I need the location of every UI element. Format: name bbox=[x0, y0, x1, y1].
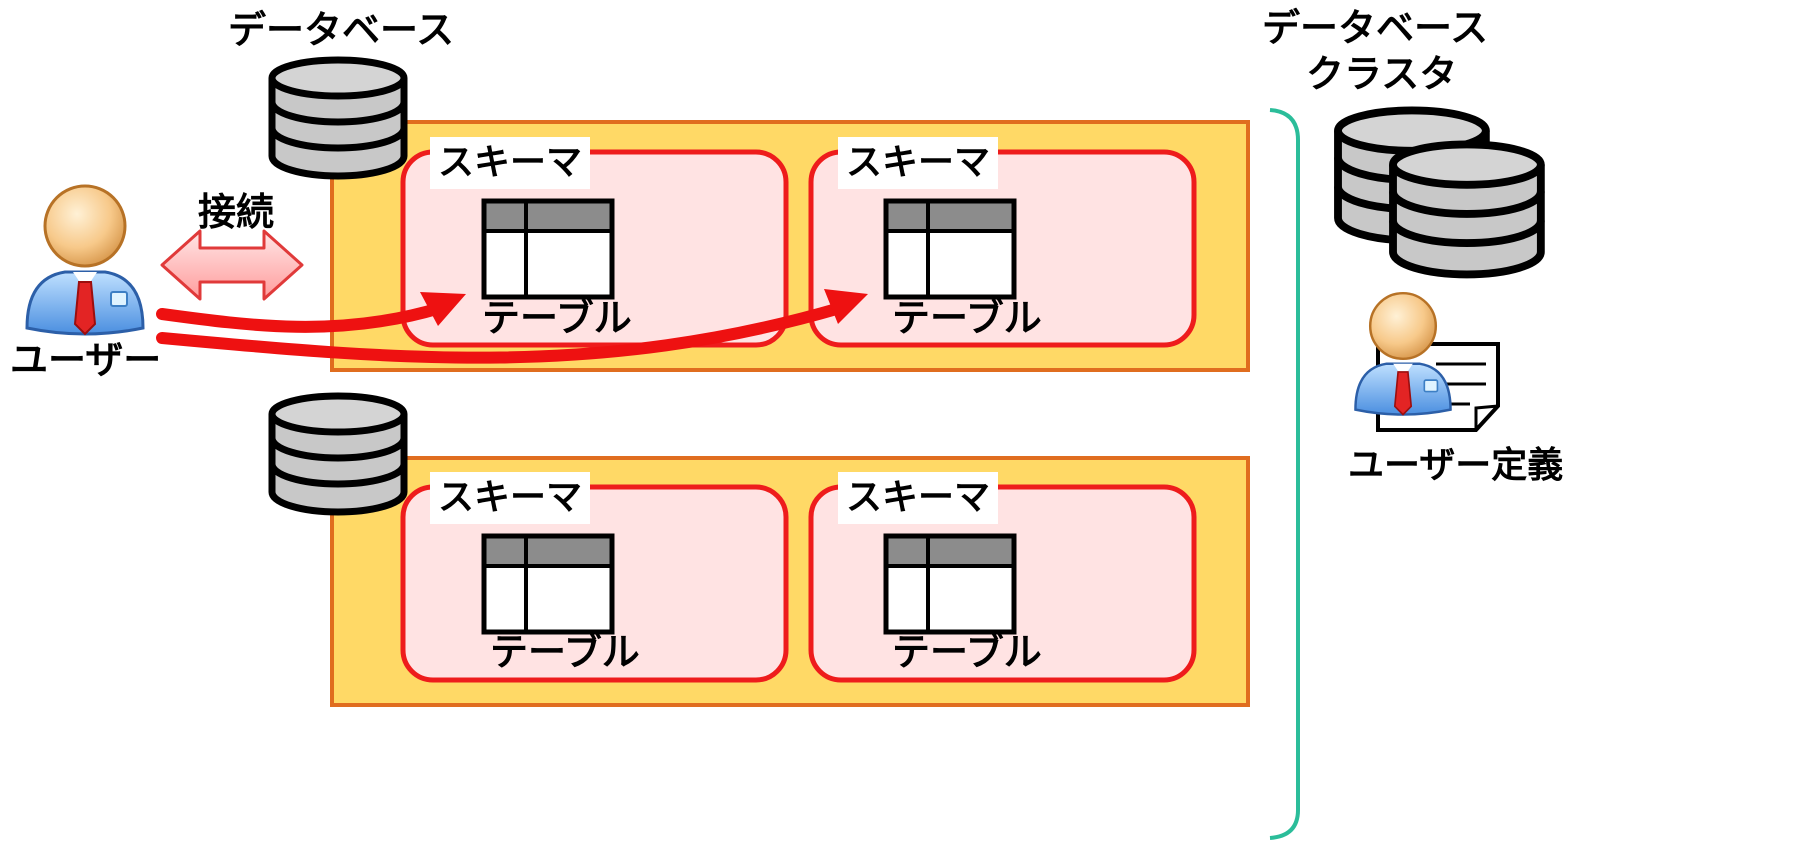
database-icon bbox=[272, 396, 404, 512]
arrow-head bbox=[824, 289, 868, 324]
table-label: テーブル bbox=[892, 630, 1042, 674]
cluster-label-line2: クラスタ bbox=[1306, 52, 1458, 96]
table-label: テーブル bbox=[482, 296, 632, 340]
schema-label: スキーマ bbox=[838, 472, 999, 524]
schema-label: スキーマ bbox=[430, 137, 591, 189]
user-label: ユーザー bbox=[10, 338, 162, 382]
access-arrow-icon bbox=[156, 302, 446, 333]
database-cluster-icon bbox=[1393, 144, 1541, 274]
connection-double-arrow-icon bbox=[160, 229, 304, 301]
table-icon bbox=[886, 201, 1014, 297]
user-definition-label: ユーザー定義 bbox=[1348, 445, 1564, 486]
database-icon bbox=[272, 60, 404, 176]
table-label: テーブル bbox=[490, 630, 640, 674]
schema-label: スキーマ bbox=[838, 137, 999, 189]
connection-label: 接続 bbox=[198, 190, 275, 234]
table-icon bbox=[886, 536, 1014, 632]
database-label: データベース bbox=[228, 8, 455, 52]
table-label: テーブル bbox=[892, 296, 1042, 340]
arrow-head bbox=[420, 292, 466, 326]
cluster-label-line1: データベース bbox=[1262, 6, 1489, 50]
cluster-brace bbox=[1269, 108, 1300, 840]
user-icon bbox=[25, 184, 145, 336]
table-icon bbox=[484, 536, 612, 632]
table-icon bbox=[484, 201, 612, 297]
schema-label: スキーマ bbox=[430, 472, 591, 524]
access-arrow-icon bbox=[156, 302, 846, 364]
